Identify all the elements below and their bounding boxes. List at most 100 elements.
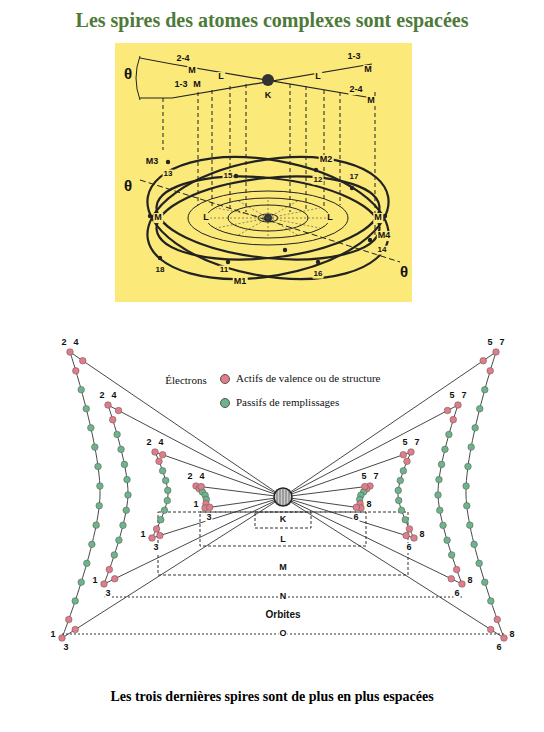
radius-line xyxy=(268,218,298,235)
label: M xyxy=(192,80,202,90)
spoke-line xyxy=(283,497,462,584)
legend-text: Actifs de valence ou de structure xyxy=(236,372,380,384)
label: 6 xyxy=(352,513,359,523)
label: M xyxy=(373,213,383,223)
label: 11 xyxy=(219,266,229,275)
projection-line xyxy=(324,90,325,208)
label: O xyxy=(278,629,287,639)
label: 16 xyxy=(313,270,324,279)
electron-dot xyxy=(206,504,213,511)
label: 1 xyxy=(91,576,98,586)
legend-text: Passifs de remplissages xyxy=(236,396,339,408)
label: M3 xyxy=(145,157,160,167)
projection-line xyxy=(198,92,199,205)
electron-dot xyxy=(101,581,108,588)
electron-dot xyxy=(481,579,488,586)
theta-arc xyxy=(136,56,140,100)
radius-line xyxy=(216,218,268,228)
label: 3 xyxy=(205,513,212,523)
electron-dot xyxy=(162,477,169,484)
label: θ xyxy=(399,264,409,281)
spoke-line xyxy=(205,497,283,508)
electron-dot xyxy=(283,248,287,252)
projection-line xyxy=(163,98,164,150)
label: 3 xyxy=(104,589,111,599)
spire-diagram xyxy=(59,349,508,642)
label: M xyxy=(153,213,163,223)
electron-dot xyxy=(314,168,318,172)
label: 6 xyxy=(453,589,460,599)
label: 6 xyxy=(495,643,502,653)
electron-dot xyxy=(450,416,457,423)
electron-dot xyxy=(476,405,483,412)
electron-dot xyxy=(84,560,91,567)
label: L xyxy=(279,535,287,545)
radius-line xyxy=(268,218,320,228)
label: Orbites xyxy=(264,609,301,620)
electron-dot xyxy=(463,483,470,490)
projection-line xyxy=(246,84,247,212)
electron-dot xyxy=(120,522,127,529)
theta-line xyxy=(140,58,172,64)
electron-dot xyxy=(114,431,121,438)
label: 7 xyxy=(460,391,467,401)
label: 2-4 xyxy=(348,85,363,95)
nucleus-texture xyxy=(283,489,284,505)
legend-swatch xyxy=(220,398,230,408)
projection-line xyxy=(230,86,231,210)
electron-dot xyxy=(408,449,415,456)
spoke-line xyxy=(283,405,458,497)
electron-dot xyxy=(121,461,128,468)
electron-dot xyxy=(78,386,85,393)
electron-dot xyxy=(403,532,410,539)
spoke-line xyxy=(104,497,283,584)
nucleus-texture xyxy=(289,489,290,505)
projection-line xyxy=(340,92,341,205)
electron-dot xyxy=(72,598,79,605)
label: 5 xyxy=(401,438,408,448)
label: 5 xyxy=(448,391,455,401)
label: 6 xyxy=(405,543,412,553)
legend-item: Actifs de valence ou de structure xyxy=(220,372,380,384)
shell-bracket xyxy=(158,512,408,575)
electron-dot xyxy=(444,537,451,544)
electron-dot xyxy=(467,522,474,529)
projection-line xyxy=(290,84,291,212)
spoke-line xyxy=(155,452,283,497)
electron-dot xyxy=(95,463,102,470)
electron-dot xyxy=(159,451,166,458)
spire-curve xyxy=(398,452,414,538)
electron-dot xyxy=(402,516,409,523)
radius-line xyxy=(268,218,269,238)
electron-dot xyxy=(501,635,508,642)
electron-dot xyxy=(79,357,86,364)
electron-dot xyxy=(161,507,168,514)
electron-dot xyxy=(442,446,449,453)
electron-dot xyxy=(152,449,159,456)
label: 1 xyxy=(139,530,146,540)
label: 8 xyxy=(466,576,473,586)
electron-dot xyxy=(494,616,501,623)
electron-dot xyxy=(436,476,443,483)
radius-line xyxy=(268,208,320,218)
electron-dot xyxy=(459,581,466,588)
electron-dot xyxy=(234,174,238,178)
electron-dot xyxy=(398,507,405,514)
label: 2 xyxy=(98,391,105,401)
electron-dot xyxy=(164,487,171,494)
label: 7 xyxy=(413,438,420,448)
label: M xyxy=(187,66,197,76)
electron-dot xyxy=(159,468,166,475)
electron-dot xyxy=(487,626,494,633)
electron-dot xyxy=(400,468,407,475)
electron-dot xyxy=(446,431,453,438)
spire-curve xyxy=(438,405,462,584)
label: L xyxy=(314,72,322,82)
label: L xyxy=(326,213,334,223)
electron-dot xyxy=(109,416,116,423)
electron-dot xyxy=(148,214,152,218)
electron-dot xyxy=(166,160,170,164)
electron-dot xyxy=(436,507,443,514)
label: 1 xyxy=(192,500,199,510)
nucleus-texture xyxy=(280,489,281,505)
